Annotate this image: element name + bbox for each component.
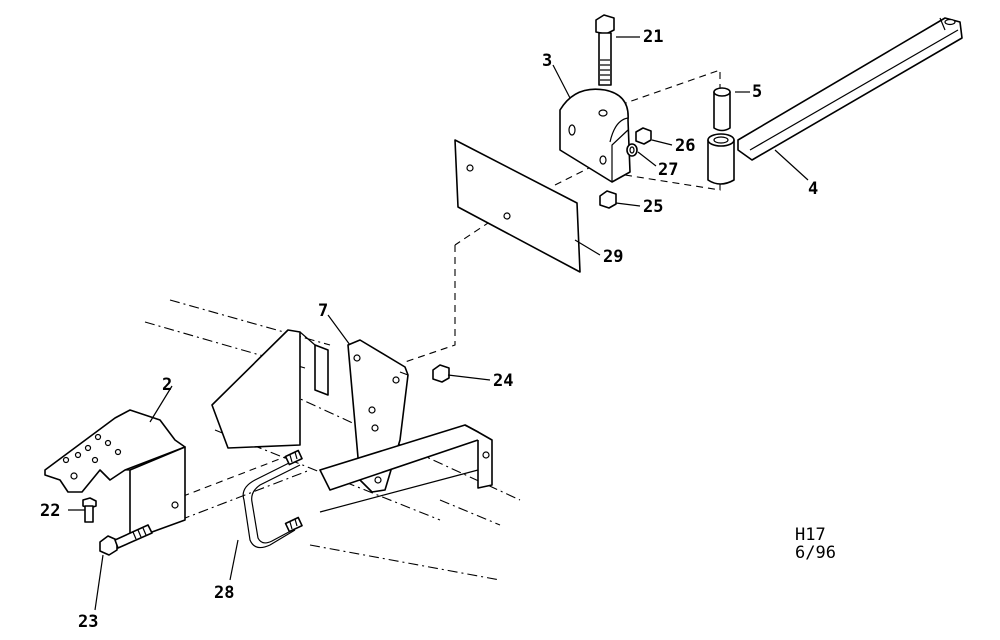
callout-labels: 21 3 5 26 27 4 25 29 7 24 2 22 28 23 — [40, 27, 818, 632]
callout-22: 22 — [40, 501, 60, 521]
callout-29: 29 — [603, 247, 623, 267]
leader-lines — [68, 36, 809, 611]
part-28-ubolt — [242, 449, 303, 549]
callout-7: 7 — [318, 301, 328, 321]
part-29-plate — [454, 139, 581, 273]
callout-5: 5 — [752, 82, 762, 102]
callout-26: 26 — [675, 136, 695, 156]
part-2-mount — [44, 409, 186, 541]
callout-4: 4 — [808, 179, 818, 199]
callout-27: 27 — [658, 160, 678, 180]
part-23-bolt — [99, 524, 153, 556]
part-4-arm — [707, 17, 963, 185]
part-25-nut — [599, 190, 617, 209]
part-26-nut — [635, 127, 652, 145]
drawing-code: H17 6/96 — [795, 525, 836, 563]
callout-24: 24 — [493, 371, 513, 391]
lower-bracket — [319, 424, 493, 513]
part-22-bolt — [82, 497, 97, 523]
callout-21: 21 — [643, 27, 663, 47]
callout-3: 3 — [542, 51, 552, 71]
drawing-code-line1: H17 — [795, 525, 826, 545]
part-27-washer — [626, 143, 638, 157]
callout-23: 23 — [78, 612, 98, 632]
callout-28: 28 — [214, 583, 234, 603]
callout-2: 2 — [162, 375, 172, 395]
part-21-bolt — [595, 14, 615, 86]
frame-bar — [211, 329, 329, 449]
drawing-code-line2: 6/96 — [795, 543, 836, 563]
part-24-nut — [432, 364, 450, 383]
part-5-pin — [713, 87, 731, 132]
part-3-bracket — [559, 88, 631, 183]
callout-25: 25 — [643, 197, 663, 217]
